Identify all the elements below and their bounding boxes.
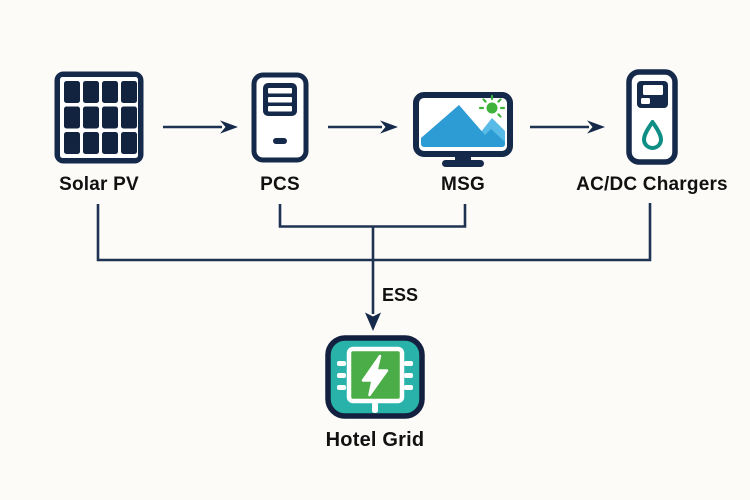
arrow-pcs-to-msg xyxy=(328,120,398,134)
mountain-large xyxy=(421,105,505,147)
power-chip-icon xyxy=(325,335,425,419)
ess-flow-label: ESS xyxy=(382,285,419,305)
sun-icon xyxy=(478,94,506,118)
msg-label: MSG xyxy=(441,174,485,195)
arrow-msg-to-chargers xyxy=(530,120,605,134)
arrow-solar-to-pcs xyxy=(163,120,238,134)
pcs-label: PCS xyxy=(260,174,300,195)
node-pcs: PCS xyxy=(251,72,309,195)
server-tower-icon xyxy=(251,72,309,163)
arrow-ess-to-hotel-grid xyxy=(365,226,381,331)
solar-panel-icon xyxy=(54,71,144,164)
monitor-landscape-icon xyxy=(413,92,513,167)
bus-inner-pcs-msg xyxy=(278,204,467,228)
acdc-chargers-label: AC/DC Chargers xyxy=(576,174,728,195)
chip-pins xyxy=(337,361,413,413)
solar-pv-label: Solar PV xyxy=(59,174,139,195)
node-solar-pv: Solar PV xyxy=(53,70,145,195)
hotel-grid-label: Hotel Grid xyxy=(325,429,425,451)
node-msg: MSG xyxy=(413,92,513,195)
node-hotel-grid: Hotel Grid xyxy=(325,335,425,455)
lightning-bolt-icon xyxy=(361,354,389,397)
node-acdc-chargers: AC/DC Chargers xyxy=(576,69,728,195)
ev-charging-station-icon xyxy=(626,69,678,165)
droplet-icon xyxy=(642,120,663,150)
